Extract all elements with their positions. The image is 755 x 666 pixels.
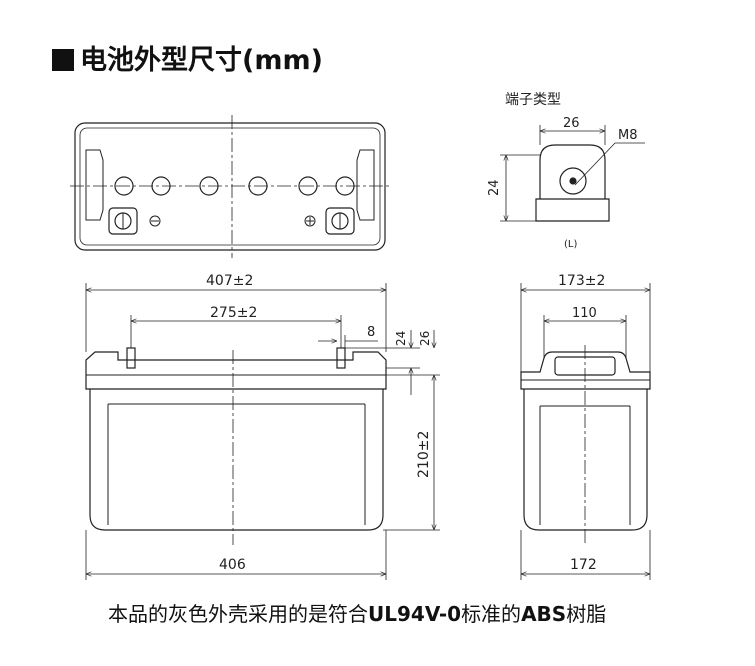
material-caption: 本品的灰色外壳采用的是符合UL94V-0标准的ABS树脂 — [108, 602, 607, 626]
bolt-leader — [574, 142, 616, 186]
front-lid — [85, 351, 387, 390]
terminal-hole — [559, 167, 587, 195]
terminal-base — [535, 198, 610, 222]
front-terminal-height: 24 — [394, 331, 408, 346]
terminal-bolt-value: M8 — [618, 128, 638, 143]
page-title: 电池外型尺寸(mm) — [52, 38, 323, 77]
side-bottom-width: 172 — [570, 557, 597, 573]
top-view-inner-outline — [79, 127, 381, 246]
positive-mark — [304, 215, 316, 227]
right-handle-recess — [356, 149, 375, 221]
front-right-terminal — [336, 347, 346, 369]
terminal-height-value: 24 — [487, 179, 502, 196]
terminal-body — [539, 144, 606, 199]
side-top-width: 173±2 — [558, 273, 605, 289]
terminal-code: (L) — [564, 239, 577, 250]
terminal-type-label: 端子类型 — [505, 92, 561, 108]
front-height: 210±2 — [416, 431, 432, 478]
front-bottom-length: 406 — [219, 557, 246, 573]
side-dimensions — [520, 283, 651, 580]
right-terminal-top — [325, 207, 355, 235]
side-view — [520, 345, 651, 545]
front-left-terminal — [126, 347, 136, 369]
front-body — [89, 389, 384, 531]
negative-mark — [149, 215, 161, 227]
front-offset: 8 — [367, 325, 375, 340]
terminal-detail — [500, 125, 645, 222]
top-view-outline — [74, 122, 386, 251]
front-height-offset: 26 — [418, 331, 432, 346]
left-terminal-top — [108, 207, 138, 235]
top-view — [70, 115, 392, 258]
terminal-width-value: 26 — [563, 116, 580, 131]
side-body — [523, 389, 648, 531]
left-handle-recess — [85, 149, 104, 221]
front-top-length: 407±2 — [206, 273, 253, 289]
square-bullet-icon — [52, 49, 74, 71]
front-view — [85, 347, 387, 545]
front-terminal-spacing: 275±2 — [210, 305, 257, 321]
front-dimensions — [85, 283, 440, 580]
side-handle-width: 110 — [572, 306, 597, 321]
